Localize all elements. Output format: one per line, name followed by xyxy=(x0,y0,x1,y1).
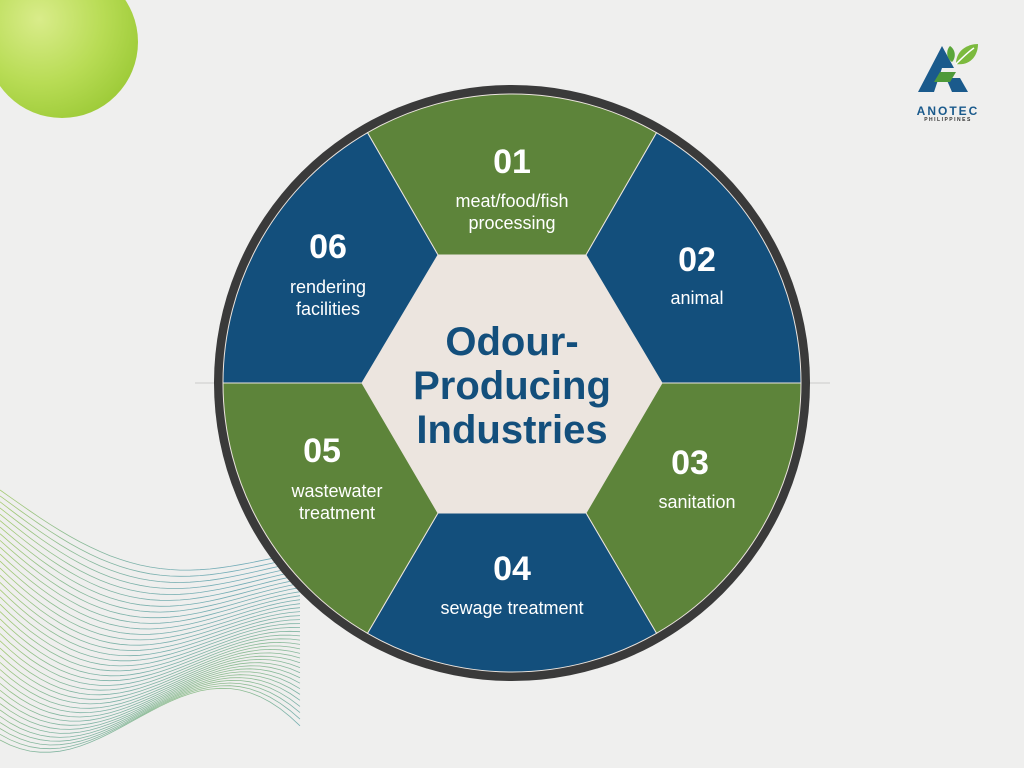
segment-04-number: 04 xyxy=(493,550,531,588)
wave-line xyxy=(0,560,301,635)
anotec-leaf-logo-icon xyxy=(918,44,978,92)
segment-01: 01 meat/food/fish processing xyxy=(366,93,658,256)
segment-02-number: 02 xyxy=(678,241,716,279)
wave-line xyxy=(0,648,301,700)
wave-line xyxy=(0,679,301,742)
wave-line xyxy=(0,685,301,750)
segment-02-shape xyxy=(585,132,802,384)
segment-04-label-line1: sewage treatment xyxy=(440,598,583,618)
segment-06: 06 rendering facilities xyxy=(222,132,439,384)
logo-name: ANOTEC xyxy=(916,104,980,118)
segment-01-label-line1: meat/food/fish xyxy=(455,191,568,211)
wave-line xyxy=(0,645,301,696)
segment-02-label-line1: animal xyxy=(670,288,723,308)
center-title-line3: Industries xyxy=(416,408,607,452)
wave-line xyxy=(0,668,301,726)
decorative-blob xyxy=(0,0,138,118)
wave-line xyxy=(0,495,301,577)
wave-line xyxy=(0,611,301,672)
wave-line xyxy=(0,546,301,624)
wave-line xyxy=(0,633,301,686)
wave-line xyxy=(0,687,301,753)
segment-06-label-line1: rendering xyxy=(290,277,366,297)
wave-line xyxy=(0,618,301,677)
wave-line xyxy=(0,682,301,746)
segment-04: 04 sewage treatment xyxy=(366,512,658,673)
wave-line xyxy=(0,677,301,738)
segment-01-number: 01 xyxy=(493,143,531,181)
wave-line xyxy=(0,513,301,595)
segment-06-shape xyxy=(222,132,439,384)
wave-line xyxy=(0,553,301,630)
segment-06-label-line2: facilities xyxy=(296,299,360,319)
segment-05-label-line2: treatment xyxy=(299,503,375,523)
segment-02: 02 animal xyxy=(585,132,802,384)
center-title-line2: Producing xyxy=(413,364,611,408)
wave-line xyxy=(0,655,301,709)
wave-line xyxy=(0,533,301,613)
decorative-wave-lines xyxy=(0,489,301,753)
wave-line xyxy=(0,526,301,607)
segment-03: 03 sanitation xyxy=(585,382,802,634)
wave-line xyxy=(0,665,301,722)
wave-line xyxy=(0,582,301,651)
wave-line xyxy=(0,575,301,646)
wave-line xyxy=(0,507,301,589)
logo-subtitle: PHILIPPINES xyxy=(924,117,972,123)
wave-line xyxy=(0,625,301,682)
segment-01-shape xyxy=(366,93,658,256)
segment-01-label-line2: processing xyxy=(468,213,555,233)
segment-05-label-line1: wastewater xyxy=(290,481,382,501)
wave-line xyxy=(0,567,301,641)
wave-line xyxy=(0,658,301,714)
segment-04-shape xyxy=(366,512,658,673)
segment-03-number: 03 xyxy=(671,444,709,482)
wave-line xyxy=(0,662,301,718)
segment-03-label-line1: sanitation xyxy=(658,492,735,512)
segment-05-number: 05 xyxy=(303,432,341,470)
wave-line xyxy=(0,540,301,619)
segment-06-number: 06 xyxy=(309,228,347,266)
wave-line xyxy=(0,674,301,734)
wave-line xyxy=(0,501,301,583)
wave-line xyxy=(0,603,301,667)
segment-05: 05 wastewater treatment xyxy=(222,382,439,634)
wave-line xyxy=(0,671,301,730)
center-hexagon xyxy=(362,255,662,513)
wave-line xyxy=(0,520,301,601)
wave-line xyxy=(0,489,301,571)
center-title-line1: Odour- xyxy=(445,320,578,364)
segment-03-shape xyxy=(585,382,802,634)
anotec-logo: ANOTEC PHILIPPINES xyxy=(912,38,984,123)
wave-line xyxy=(0,652,301,705)
wave-line xyxy=(0,640,301,691)
segment-05-shape xyxy=(222,382,439,634)
wave-line xyxy=(0,596,301,662)
wave-line xyxy=(0,589,301,657)
